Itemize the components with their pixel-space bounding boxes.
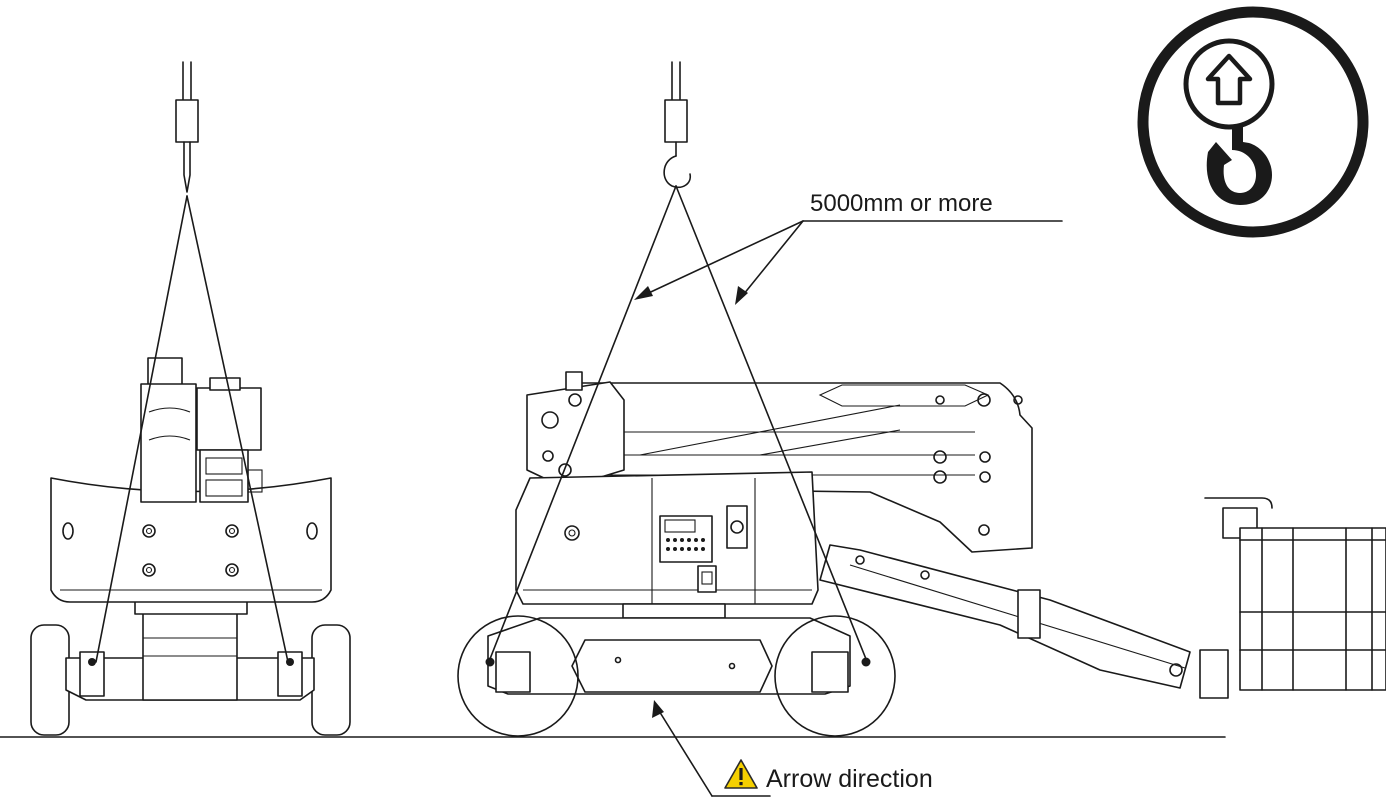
front-view-machine xyxy=(30,61,351,736)
front-crane-block xyxy=(175,99,199,143)
front-left-wheel xyxy=(30,624,70,736)
front-right-wheel xyxy=(311,624,351,736)
front-sling-right xyxy=(186,195,289,663)
work-platform xyxy=(1239,527,1386,691)
sling-arrow-left xyxy=(634,286,653,300)
side-rear-wheel xyxy=(457,615,579,737)
side-sling-left xyxy=(487,185,677,665)
front-sling-left xyxy=(95,195,188,663)
sling-length-label: 5000mm or more xyxy=(810,190,993,217)
sling-arrow-right xyxy=(735,286,748,305)
jib-arm xyxy=(819,544,1191,689)
arrow-direction-label: Arrow direction xyxy=(766,765,933,793)
crane-hook xyxy=(663,155,692,189)
warning-triangle-icon xyxy=(724,759,758,789)
side-crane-block xyxy=(664,99,688,143)
side-view-machine xyxy=(457,61,1386,737)
lifting-hook-icon xyxy=(1137,6,1369,238)
arrow-direction-leader xyxy=(655,705,713,797)
side-front-wheel xyxy=(774,615,896,737)
arrow-direction-arrowhead xyxy=(652,700,664,718)
upper-boom xyxy=(566,382,1033,553)
